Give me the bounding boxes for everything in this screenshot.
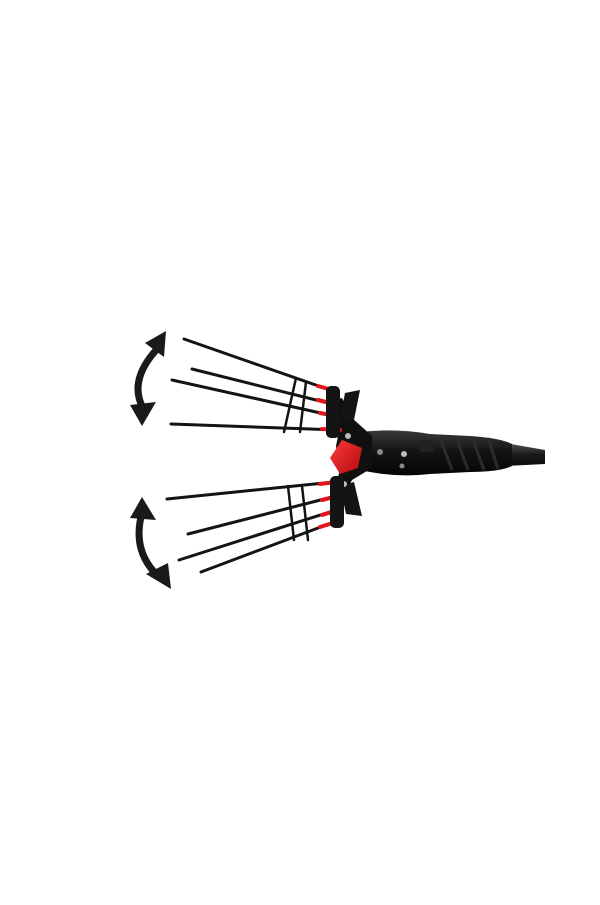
red-cam xyxy=(330,440,362,474)
lower-double-arrow-icon xyxy=(130,497,171,589)
upper-tines xyxy=(169,337,342,438)
handle-body xyxy=(360,430,512,476)
pole xyxy=(505,443,545,466)
lower-tines xyxy=(165,476,344,574)
upper-double-arrow-icon xyxy=(130,331,166,426)
